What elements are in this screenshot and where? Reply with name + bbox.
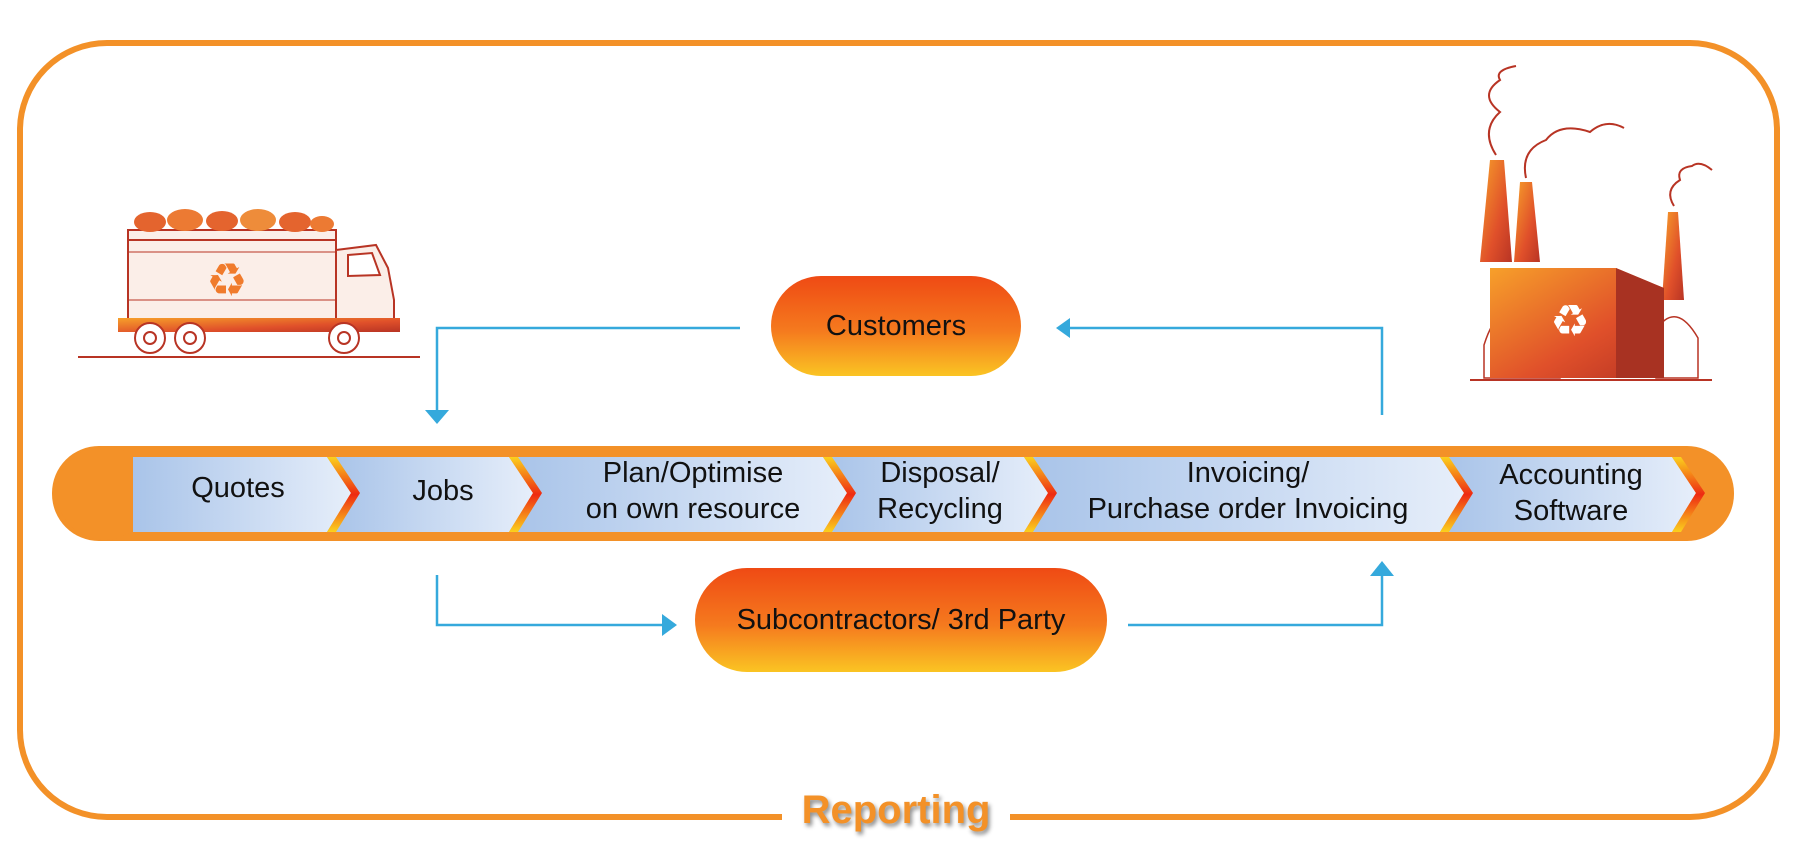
step-segment [830,457,1048,532]
step-label-line1: Quotes [191,472,285,504]
chevron-icon [823,457,856,532]
step-label-line2: Recycling [877,493,1003,525]
step-label-line2: on own resource [585,493,801,525]
reporting-label-backdrop [782,790,1010,840]
step-quotes: Quotes [133,470,343,506]
step-label-line1: Jobs [412,475,474,507]
step-plan-optimise: Plan/Optimise on own resource [545,455,841,527]
step-label-line1: Plan/Optimise [602,457,784,489]
arrow-jobs-to-subcontractors [435,575,662,627]
svg-text:♻: ♻ [206,253,247,307]
reporting-title: Reporting [801,788,991,832]
step-accounting-software: Accounting Software [1471,457,1671,529]
step-segment [1447,457,1696,532]
arrow-head-icon [662,614,677,636]
subcontractors-node: Subcontractors/ 3rd Party [695,568,1107,672]
process-band [52,446,1734,541]
step-label-line1: Disposal/ [880,457,1000,489]
step-label-line1: Invoicing/ [1186,457,1310,489]
recycling-factory-icon: ♻ [1470,65,1713,381]
chevron-icon [509,457,542,532]
step-label-line2: Software [1513,495,1629,527]
step-disposal-recycling: Disposal/ Recycling [854,455,1026,527]
arrow-invoicing-to-customers [1070,326,1384,415]
step-label-line1: Accounting [1499,459,1643,491]
step-jobs: Jobs [358,473,528,509]
step-segment [516,457,847,532]
step-segment [334,457,533,532]
arrow-head-icon [1056,318,1070,338]
chevron-icon [327,457,360,532]
customers-node: Customers [771,276,1021,376]
chevron-icon [1672,457,1705,532]
step-invoicing: Invoicing/ Purchase order Invoicing [1055,455,1441,527]
recycle-symbol-icon: ♻ [206,253,247,307]
recycle-symbol-icon: ♻ [1550,296,1589,347]
chevron-icon [1440,457,1473,532]
arrow-head-icon [1370,561,1394,576]
step-label-line2: Purchase order Invoicing [1087,493,1409,525]
arrow-customers-to-jobs [435,326,740,410]
flow-arrows [435,326,1384,627]
chevron-icon [1024,457,1057,532]
step-segment [133,457,351,532]
arrow-head-icon [425,410,449,424]
step-segment [1031,457,1464,532]
arrow-subcontractors-to-invoicing [1128,575,1384,627]
recycling-truck-icon [78,209,420,358]
